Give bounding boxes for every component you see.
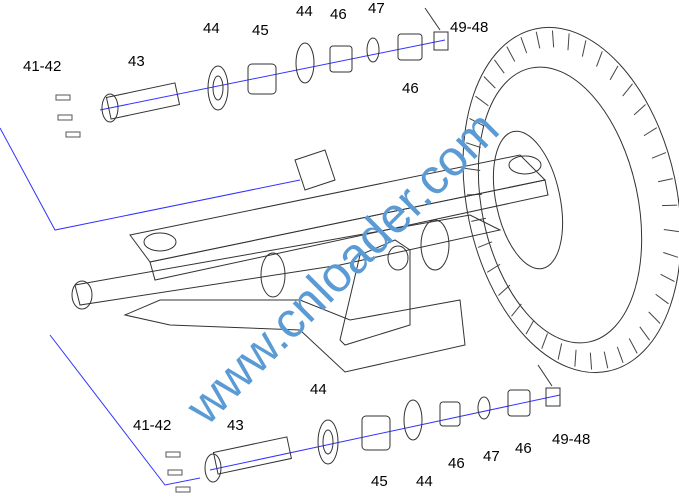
tread-mark xyxy=(486,263,501,273)
tread-mark xyxy=(633,104,646,116)
tread-mark xyxy=(506,46,516,62)
tread-mark xyxy=(648,311,661,324)
label-41-42: 41-42 xyxy=(23,58,62,75)
tread-mark xyxy=(498,284,511,296)
tread-mark xyxy=(465,167,481,172)
label-49-48: 49-48 xyxy=(552,431,591,448)
tread-mark xyxy=(525,319,535,335)
tread-mark xyxy=(520,37,528,54)
label-45: 45 xyxy=(252,22,269,39)
label-46: 46 xyxy=(448,455,465,472)
axle-housing xyxy=(71,214,502,373)
tread-mark xyxy=(639,326,651,341)
axle-beam xyxy=(129,149,549,281)
label-43: 43 xyxy=(227,417,244,434)
label-46: 46 xyxy=(330,6,347,23)
tread-mark xyxy=(603,351,609,369)
tread-mark xyxy=(660,273,675,283)
tread-mark xyxy=(483,76,496,89)
tread-mark xyxy=(651,152,667,159)
tread-mark xyxy=(655,293,669,305)
tread-mark xyxy=(663,228,679,233)
label-46: 46 xyxy=(515,440,532,457)
tread-mark xyxy=(541,333,548,349)
label-41-42: 41-42 xyxy=(133,417,172,434)
tread-mark xyxy=(535,31,541,49)
tread-mark xyxy=(567,33,570,51)
tread-mark xyxy=(616,346,624,363)
tread-mark xyxy=(465,142,481,148)
tread-mark xyxy=(643,127,658,137)
label-46: 46 xyxy=(402,80,419,97)
tread-mark xyxy=(574,349,577,367)
label-45: 45 xyxy=(371,473,388,490)
tire xyxy=(462,26,679,374)
tread-mark xyxy=(596,51,603,67)
tread-mark xyxy=(581,40,587,57)
tread-mark xyxy=(622,83,633,97)
tread-mark xyxy=(663,252,679,258)
tread-mark xyxy=(609,65,619,81)
tread-mark xyxy=(551,30,555,48)
tread-mark xyxy=(589,352,593,370)
label-47: 47 xyxy=(368,0,385,17)
label-43: 43 xyxy=(128,53,145,70)
tread-mark xyxy=(475,95,489,107)
tread-mark xyxy=(657,178,673,183)
bottom-parts xyxy=(49,334,561,493)
label-47: 47 xyxy=(483,448,500,465)
tread-mark xyxy=(511,303,522,317)
top-parts xyxy=(0,7,449,231)
tread-mark xyxy=(471,217,487,222)
label-44: 44 xyxy=(310,381,327,398)
label-44: 44 xyxy=(296,3,313,20)
tread-mark xyxy=(477,241,493,248)
tread-mark xyxy=(628,338,638,354)
label-44: 44 xyxy=(203,20,220,37)
tread-mark xyxy=(469,117,484,127)
tread-mark xyxy=(557,343,563,360)
tread-mark xyxy=(493,59,505,74)
label-49-48: 49-48 xyxy=(450,19,489,36)
label-44: 44 xyxy=(416,473,433,490)
